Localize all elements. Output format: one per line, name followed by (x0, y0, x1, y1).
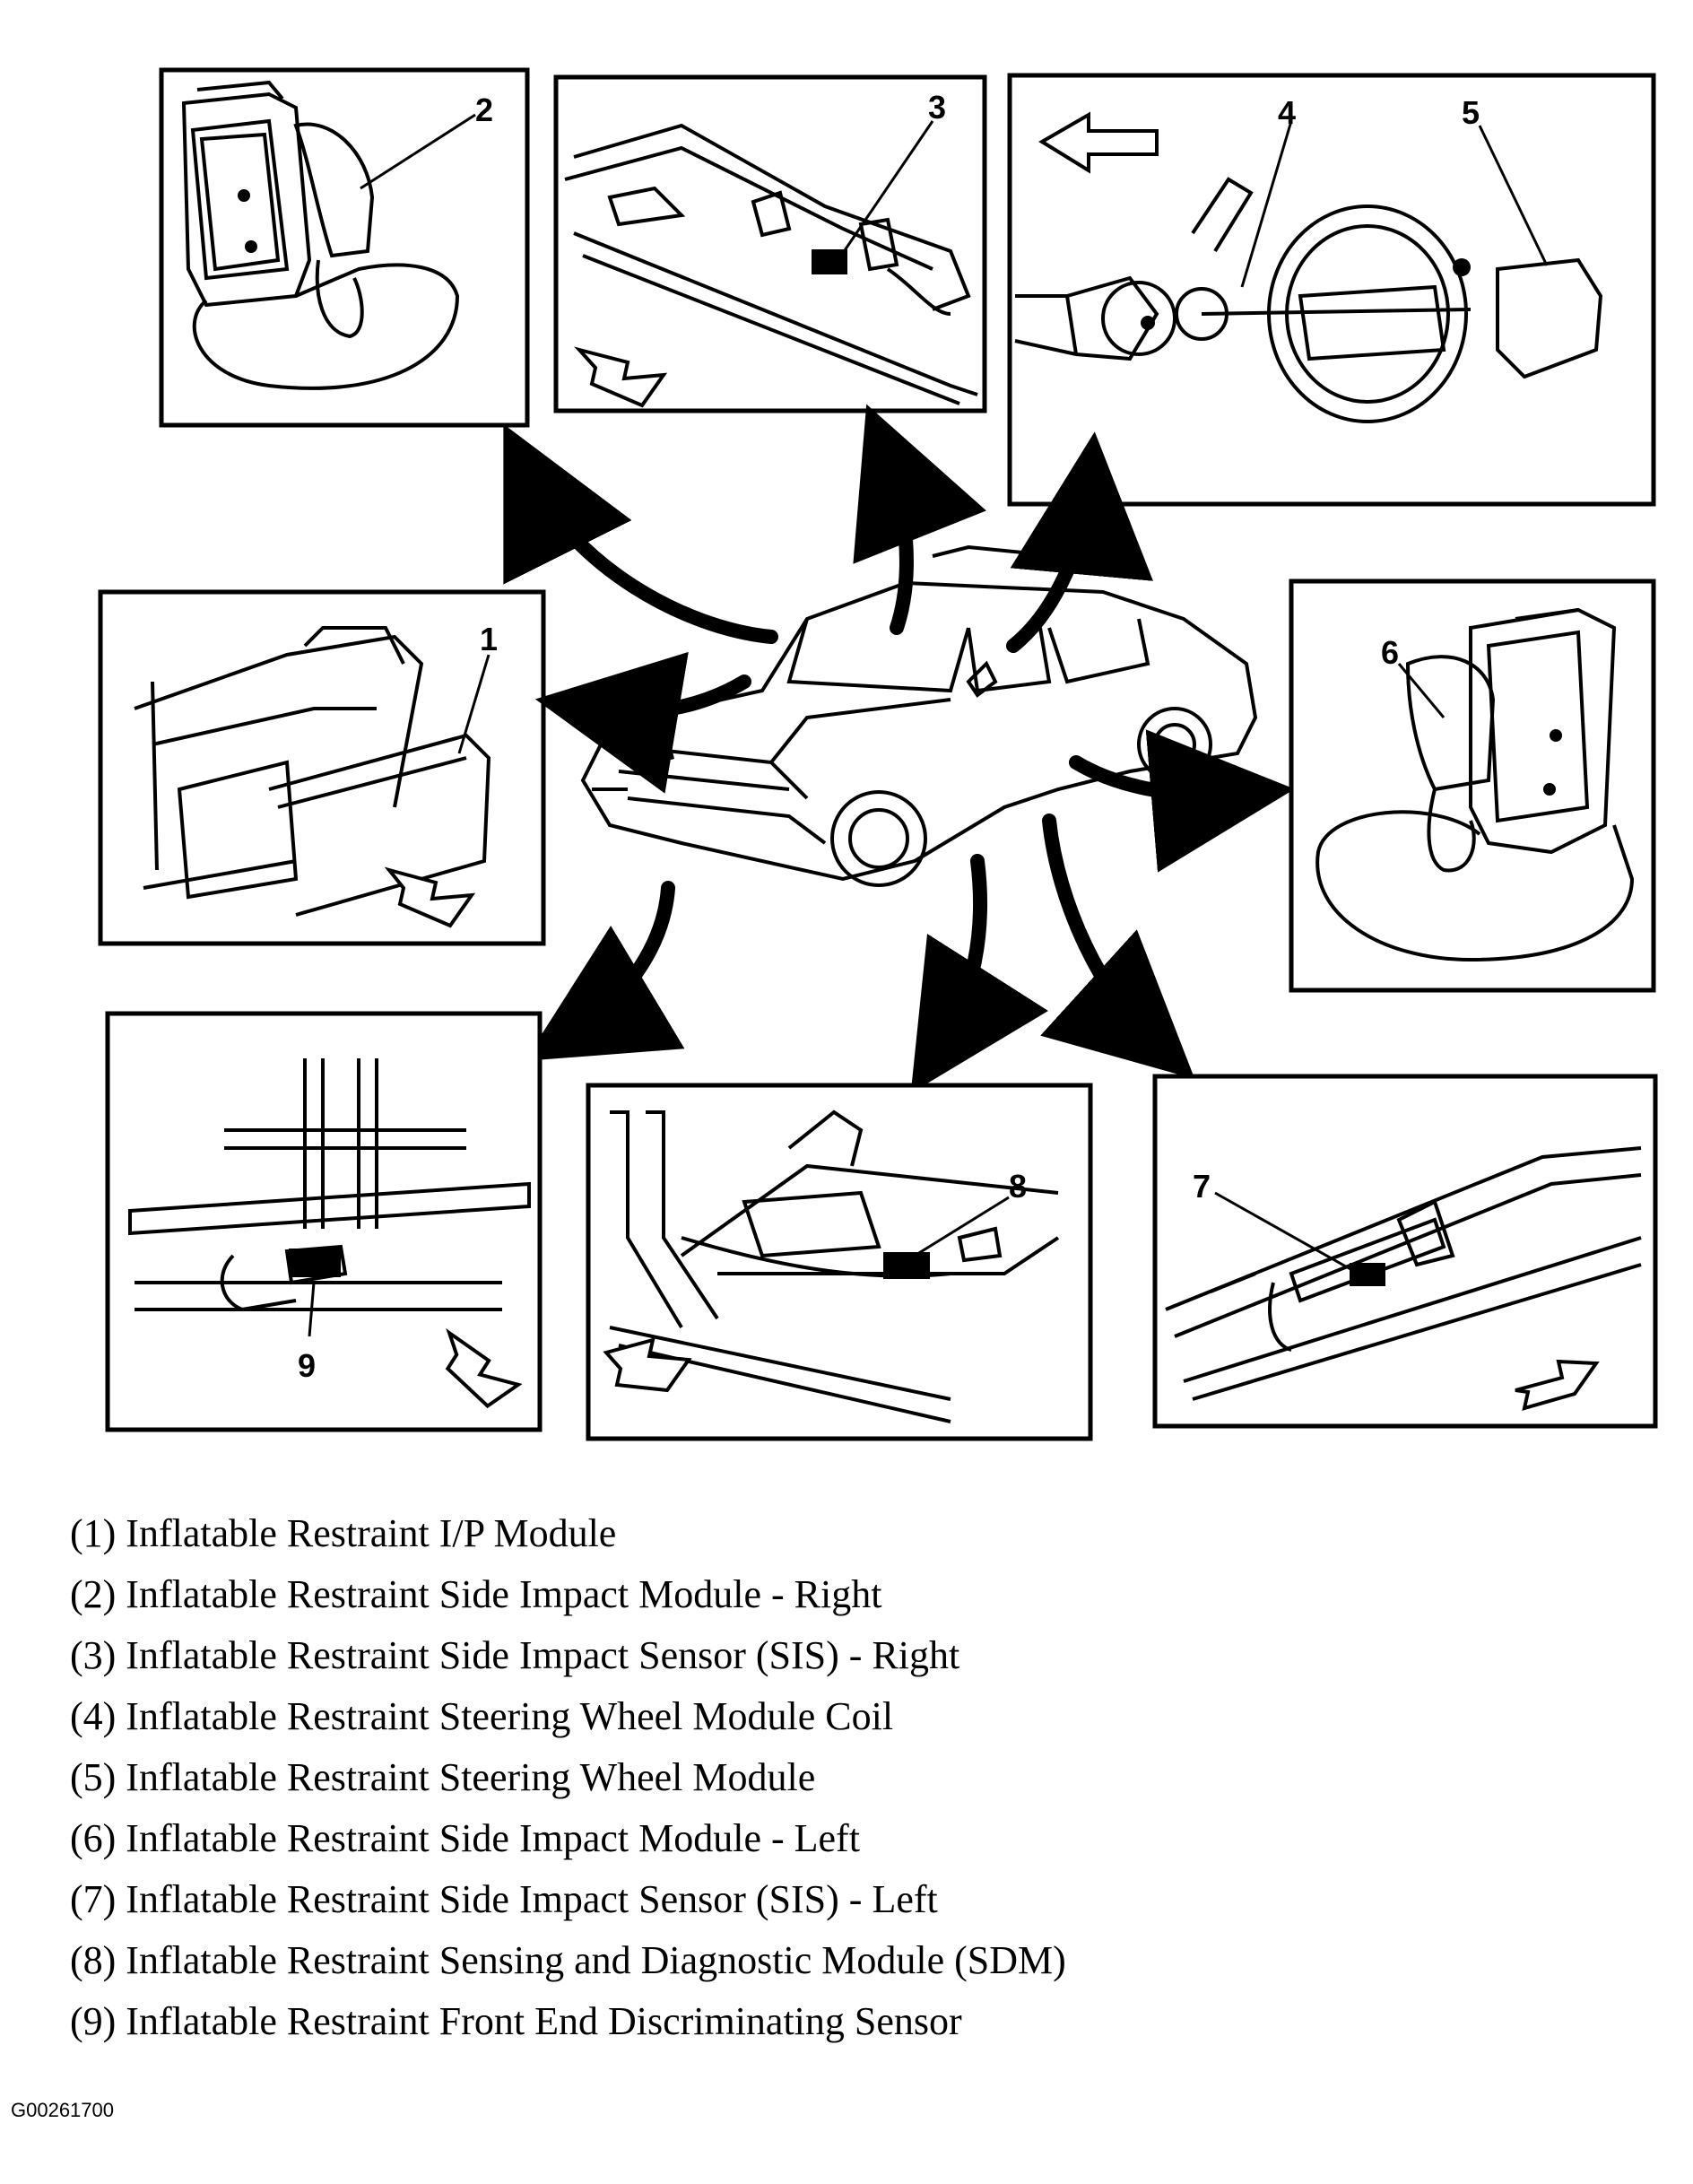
panel-side-impact-sensor-left (1152, 1074, 1658, 1429)
legend-list: (1) Inflatable Restraint I/P Module (2) … (70, 1503, 1594, 2052)
legend-item-4: (4) Inflatable Restraint Steering Wheel … (70, 1694, 894, 1738)
callout-6: 6 (1381, 634, 1399, 671)
legend-item-5: (5) Inflatable Restraint Steering Wheel … (70, 1755, 816, 1799)
callout-7: 7 (1193, 1168, 1211, 1205)
legend-item-9: (9) Inflatable Restraint Front End Discr… (70, 1999, 962, 2043)
figure-code: G00261700 (11, 2099, 114, 2121)
panel-front-end-discriminating-sensor (105, 1011, 543, 1432)
panel-side-impact-sensor-right (553, 74, 987, 413)
vehicle-illustration (580, 544, 1258, 887)
callout-2: 2 (475, 91, 493, 128)
callout-3: 3 (928, 89, 946, 126)
callout-4: 4 (1278, 94, 1296, 131)
legend-item-8: (8) Inflatable Restraint Sensing and Dia… (70, 1938, 1066, 1982)
callout-9: 9 (298, 1347, 316, 1384)
panel-ip-module (98, 589, 546, 946)
legend-item-1: (1) Inflatable Restraint I/P Module (70, 1511, 617, 1555)
panel-steering-wheel-module (1007, 73, 1656, 507)
pointer-arrows (503, 404, 1295, 1094)
legend-item-3: (3) Inflatable Restraint Side Impact Sen… (70, 1633, 960, 1677)
legend-item-2: (2) Inflatable Restraint Side Impact Mod… (70, 1572, 882, 1616)
panel-side-impact-module-right (159, 67, 530, 428)
callout-1: 1 (480, 621, 498, 657)
callout-5: 5 (1462, 94, 1480, 131)
panel-sensing-diagnostic-module (586, 1083, 1093, 1441)
panel-side-impact-module-left (1289, 579, 1656, 993)
legend-item-6: (6) Inflatable Restraint Side Impact Mod… (70, 1816, 860, 1860)
legend-item-7: (7) Inflatable Restraint Side Impact Sen… (70, 1877, 938, 1921)
callout-8: 8 (1009, 1168, 1027, 1205)
